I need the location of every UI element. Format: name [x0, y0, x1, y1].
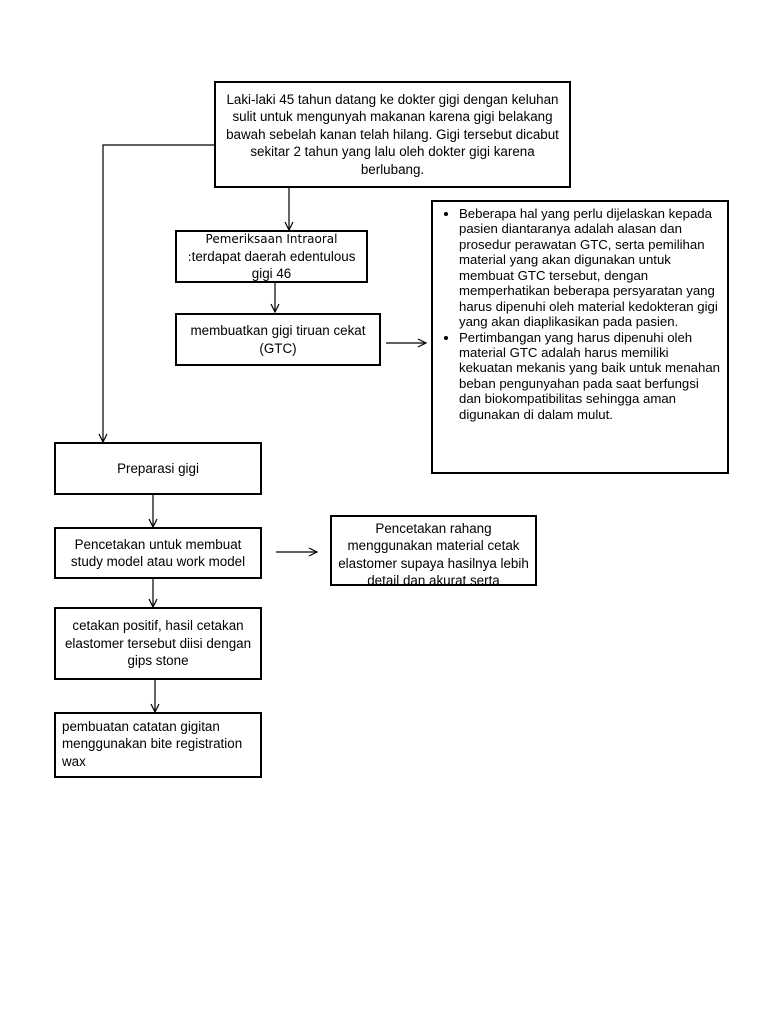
- notes-list: Beberapa hal yang perlu dijelaskan kepad…: [433, 202, 727, 422]
- impression-text: Pencetakan untuk membuat study model ata…: [70, 536, 246, 569]
- prep-text: Preparasi gigi: [117, 460, 199, 476]
- impression-box: Pencetakan untuk membuat study model ata…: [54, 527, 262, 579]
- bite-text: pembuatan catatan gigitan menggunakan bi…: [62, 719, 243, 769]
- notes-item: Pertimbangan yang harus dipenuhi oleh ma…: [459, 330, 721, 423]
- positive-text: cetakan positif, hasil cetakan elastomer…: [64, 618, 252, 669]
- positive-box: cetakan positif, hasil cetakan elastomer…: [54, 607, 262, 680]
- impression-note-text: Pencetakan rahang menggunakan material c…: [338, 521, 529, 586]
- prep-box: Preparasi gigi: [54, 442, 262, 495]
- case-box: Laki-laki 45 tahun datang ke dokter gigi…: [214, 81, 571, 188]
- plan-text: membuatkan gigi tiruan cekat (GTC): [190, 323, 366, 356]
- exam-prefix: Pemeriksaan Intraoral :: [187, 232, 338, 264]
- notes-box: Beberapa hal yang perlu dijelaskan kepad…: [431, 200, 729, 474]
- exam-box: Pemeriksaan Intraoral :terdapat daerah e…: [175, 230, 368, 283]
- impression-note-box: Pencetakan rahang menggunakan material c…: [330, 515, 537, 586]
- bite-box: pembuatan catatan gigitan menggunakan bi…: [54, 712, 262, 778]
- case-text: Laki-laki 45 tahun datang ke dokter gigi…: [226, 91, 559, 177]
- arrow-case-to-prep: [103, 144, 215, 442]
- notes-item: Beberapa hal yang perlu dijelaskan kepad…: [459, 206, 721, 330]
- exam-text: terdapat daerah edentulous gigi 46: [191, 248, 356, 282]
- plan-box: membuatkan gigi tiruan cekat (GTC): [175, 313, 381, 366]
